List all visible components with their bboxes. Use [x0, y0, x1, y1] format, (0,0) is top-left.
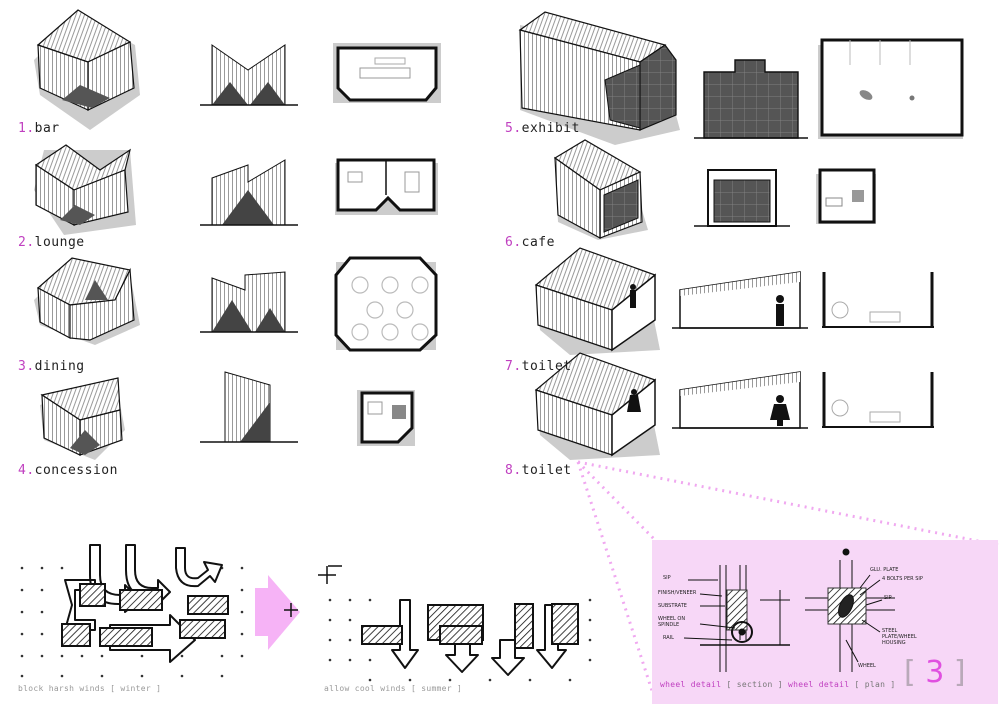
toilet-8-section — [672, 371, 808, 429]
bar-section — [200, 44, 298, 106]
annotation-glu-plate: GLU. PLATE — [870, 567, 899, 573]
module-label-cafe: 6.cafe — [505, 235, 555, 250]
detail-callout-lines — [576, 460, 999, 701]
winter-wind-caption: block harsh winds [ winter ] — [18, 684, 162, 693]
annotation-sip-plan: SIP — [884, 595, 892, 601]
module-label-exhibit: 5.exhibit — [505, 121, 580, 136]
wheel-detail-plan-caption: wheel detail [ plan ] — [788, 680, 896, 689]
grid-dots — [328, 598, 592, 682]
lounge-plan — [335, 158, 438, 215]
lounge-section — [200, 159, 298, 226]
cafe-axonometric — [553, 139, 648, 240]
bar-axonometric — [34, 9, 140, 130]
grid-dots — [20, 566, 244, 678]
annotation-wheel-spindle: WHEEL ON SPINDLE — [658, 616, 686, 628]
annotation-wheel: WHEEL — [858, 663, 876, 669]
exhibit-section — [694, 59, 808, 139]
dining-axonometric — [34, 257, 140, 345]
concession-section — [200, 371, 298, 443]
winter-wind-diagram — [20, 544, 244, 678]
north-arrow-summer — [318, 565, 342, 584]
exhibit-plan — [818, 38, 964, 139]
cafe-section — [694, 169, 790, 227]
module-label-toilet-8: 8.toilet — [505, 463, 572, 478]
wheel-detail-panel — [652, 540, 998, 704]
annotation-finish: FINISH/VENEER — [658, 590, 697, 596]
annotation-4-bolts: 4 BOLTS PER SIP — [882, 576, 923, 582]
toilet-7-section — [672, 271, 808, 329]
module-label-dining: 3.dining — [18, 359, 85, 374]
annotation-rail: RAIL — [663, 635, 674, 641]
annotation-steel-plate: STEEL PLATE/WHEEL HOUSING — [882, 628, 917, 646]
annotation-sip: SIP — [663, 575, 671, 581]
dining-plan — [334, 256, 438, 352]
summer-wind-diagram — [328, 598, 592, 682]
module-label-bar: 1.bar — [18, 121, 60, 136]
exhibit-axonometric — [518, 11, 680, 145]
module-label-concession: 4.concession — [18, 463, 118, 478]
bar-plan — [333, 43, 441, 103]
concession-axonometric — [40, 377, 125, 460]
annotation-substrate: SUBSTRATE — [658, 603, 687, 609]
north-arrow-winter — [284, 603, 298, 617]
toilet-8-plan — [822, 372, 934, 428]
toilet-7-plan — [822, 272, 934, 328]
lounge-axonometric — [34, 144, 136, 235]
dining-section — [200, 271, 298, 333]
toilet-7-axonometric — [534, 247, 660, 355]
module-label-toilet-7: 7.toilet — [505, 359, 572, 374]
wheel-detail-section-caption: wheel detail [ section ] — [660, 680, 783, 689]
toilet-8-axonometric — [534, 352, 660, 460]
concession-plan — [357, 390, 415, 446]
summer-wind-caption: allow cool winds [ summer ] — [324, 684, 463, 693]
page-number: [ 3 ] — [904, 655, 966, 690]
season-transition-arrow — [255, 575, 300, 650]
cafe-plan — [816, 168, 876, 224]
module-label-lounge: 2.lounge — [18, 235, 85, 250]
